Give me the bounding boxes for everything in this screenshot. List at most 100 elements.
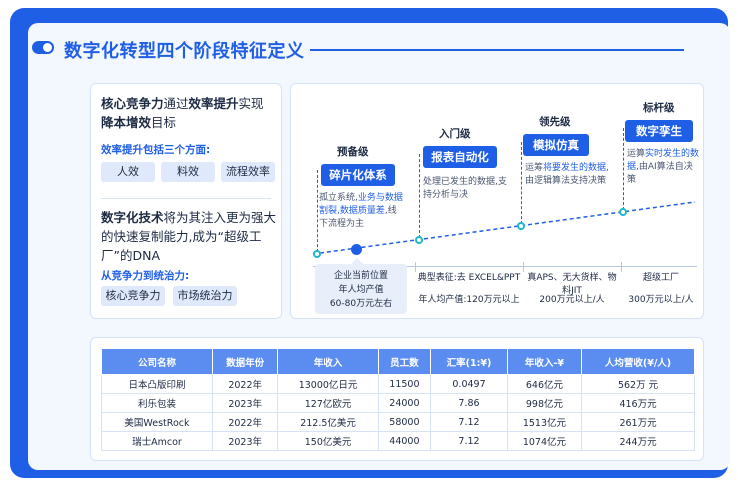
cell-revenue: 212.5亿美元 <box>277 412 379 432</box>
col-revenue-per-capita: 人均营收(¥/人) <box>581 348 695 375</box>
chip-core-competitiveness: 核心竞争力 <box>101 286 165 306</box>
divider <box>101 198 271 199</box>
cell-revenue-per-capita: 261万元 <box>581 412 695 432</box>
stage4-desc-b: ,由AI算法自决策 <box>627 162 693 185</box>
stage1-desc-b: ,线下流程为主 <box>319 206 397 229</box>
cell-year: 2023年 <box>211 393 279 413</box>
stage4-desc-highlight: 实时发生的数据 <box>627 149 700 172</box>
col-company: 公司名称 <box>101 348 213 375</box>
stage3-desc: 运筹将要发生的数据,由逻辑算法支持决策 <box>525 162 611 188</box>
cell-revenue-per-capita: 416万元 <box>581 393 695 413</box>
cell-company: 瑞士Amcor <box>101 431 213 451</box>
stage4-level: 标杆级 <box>643 102 675 114</box>
stage3-name: 模拟仿真 <box>523 134 589 156</box>
toggle-icon <box>32 41 54 54</box>
cell-company: 日本凸版印刷 <box>101 374 213 394</box>
stage1-name: 碎片化体系 <box>321 164 395 186</box>
bubble-line1: 企业当前位置 <box>333 271 388 281</box>
current-position-bubble: 企业当前位置 年人均产值 60-80万元左右 <box>315 258 407 314</box>
tick-1 <box>415 262 416 272</box>
current-position-dot <box>351 244 362 255</box>
content-panel: 数字化转型四个阶段特征定义 核心竞争力通过效率提升实现降本增效目标 效率提升包括… <box>28 23 730 470</box>
stage1-desc: 孤立系统,业务与数据割裂,数据质量差,线下流程为主 <box>319 192 403 231</box>
cell-revenue: 13000亿日元 <box>277 374 379 394</box>
cell-exchange-rate: 7.12 <box>430 431 508 451</box>
stage4-name: 数字孪生 <box>625 120 693 142</box>
cell-revenue-cny: 646亿元 <box>506 374 583 394</box>
stage4-desc-a: 运算 <box>627 149 646 159</box>
digital-tech-paragraph: 数字化技术将为其注入更为强大的快速复制能力,成为“超级工厂”的DNA <box>101 208 277 265</box>
stage1-desc-highlight: 业务与数据割裂,数据质量差 <box>319 193 403 216</box>
para2-text: 将为其注入更为强大的快速复制能力,成为“超级工厂”的DNA <box>101 210 277 263</box>
para1-text-b: 通过 <box>163 96 189 111</box>
stage1-level: 预备级 <box>337 146 369 158</box>
title-row: 数字化转型四个阶段特征定义 <box>28 37 730 67</box>
cell-revenue-per-capita: 562万 元 <box>581 374 695 394</box>
cell-employees: 11500 <box>377 374 432 394</box>
page-title: 数字化转型四个阶段特征定义 <box>64 41 305 62</box>
col-year: 数据年份 <box>211 348 279 375</box>
table-row: 瑞士Amcor 2023年 150亿美元 44000 7.12 1074亿元 2… <box>101 431 695 451</box>
seg1-bottom: 年人均产值:120万元以上 <box>418 295 520 305</box>
stage1-marker-line <box>317 170 318 252</box>
digital-tech-term: 数字化技术 <box>101 210 164 225</box>
cell-exchange-rate: 7.86 <box>430 393 508 413</box>
col-exchange-rate: 汇率(1:¥) <box>430 348 508 375</box>
table-row: 日本凸版印刷 2022年 13000亿日元 11500 0.0497 646亿元… <box>101 374 695 394</box>
stage3-desc-b: ,由逻辑算法支持决策 <box>525 163 609 186</box>
core-competitiveness-term: 核心竞争力 <box>101 96 164 111</box>
cell-year: 2023年 <box>211 431 279 451</box>
efficiency-subtitle: 效率提升包括三个方面: <box>101 144 211 156</box>
stage2-level: 入门级 <box>439 128 471 140</box>
stage4-desc: 运算实时发生的数据,由AI算法自决策 <box>627 148 701 187</box>
efficiency-term: 效率提升 <box>188 96 239 111</box>
stage2-marker-line <box>419 154 420 238</box>
cell-revenue-cny: 1513亿元 <box>506 412 583 432</box>
bubble-line2: 年人均产值 <box>338 285 384 295</box>
table-row: 美国WestRock 2022年 212.5亿美元 58000 7.12 151… <box>101 412 695 432</box>
seg3-bottom: 300万元以上/人 <box>628 295 694 305</box>
stage4-marker-line <box>623 128 624 210</box>
efficiency-paragraph: 核心竞争力通过效率提升实现降本增效目标 <box>101 94 277 132</box>
col-revenue-cny: 年收入-¥ <box>506 348 583 375</box>
outer-frame: 数字化转型四个阶段特征定义 核心竞争力通过效率提升实现降本增效目标 效率提升包括… <box>10 8 730 478</box>
cell-exchange-rate: 0.0497 <box>430 374 508 394</box>
timeline-baseline <box>313 266 697 267</box>
growth-line <box>312 201 696 255</box>
cell-employees: 44000 <box>377 431 432 451</box>
cell-revenue-cny: 998亿元 <box>506 393 583 413</box>
cell-year: 2022年 <box>211 374 279 394</box>
stage4-dot <box>619 208 627 216</box>
stage3-dot <box>517 222 525 230</box>
stage2-desc: 处理已发生的数据,支持分析与决 <box>423 176 515 202</box>
stage1-desc-a: 孤立系统, <box>319 193 358 203</box>
table-row: 利乐包装 2023年 127亿欧元 24000 7.86 998亿元 416万元 <box>101 393 695 413</box>
stages-timeline-card: 预备级 碎片化体系 孤立系统,业务与数据割裂,数据质量差,线下流程为主 入门级 … <box>290 83 704 319</box>
cell-revenue-per-capita: 244万元 <box>581 431 695 451</box>
cell-employees: 24000 <box>377 393 432 413</box>
col-employees: 员工数 <box>377 348 432 375</box>
para1-text-f: 目标 <box>151 115 177 130</box>
cell-company: 美国WestRock <box>101 412 213 432</box>
stage2-name: 报表自动化 <box>423 146 497 168</box>
competitiveness-card: 核心竞争力通过效率提升实现降本增效目标 效率提升包括三个方面: 人效 料效 流程… <box>90 83 282 319</box>
stage2-dot <box>415 236 423 244</box>
cell-employees: 58000 <box>377 412 432 432</box>
para1-text-d: 实现 <box>238 96 264 111</box>
seg3-top: 超级工厂 <box>642 273 679 283</box>
cell-revenue-cny: 1074亿元 <box>506 431 583 451</box>
seg2-top: 真APS、无大货样、物料JIT <box>527 273 617 296</box>
seg1-top: 典型表征:去 EXCEL&PPT <box>417 273 521 283</box>
cell-company: 利乐包装 <box>101 393 213 413</box>
tick-2 <box>523 262 524 272</box>
stage1-dot <box>313 250 321 258</box>
dominance-subtitle: 从竞争力到统治力: <box>101 270 190 282</box>
chip-material-efficiency: 料效 <box>161 162 215 182</box>
cell-revenue: 127亿欧元 <box>277 393 379 413</box>
stage3-desc-a: 运筹 <box>525 163 544 173</box>
cell-exchange-rate: 7.12 <box>430 412 508 432</box>
company-table: 公司名称 数据年份 年收入 员工数 汇率(1:¥) 年收入-¥ 人均营收(¥/人… <box>101 348 695 451</box>
cell-year: 2022年 <box>211 412 279 432</box>
cost-reduction-term: 降本增效 <box>101 115 152 130</box>
tick-3 <box>621 262 622 272</box>
